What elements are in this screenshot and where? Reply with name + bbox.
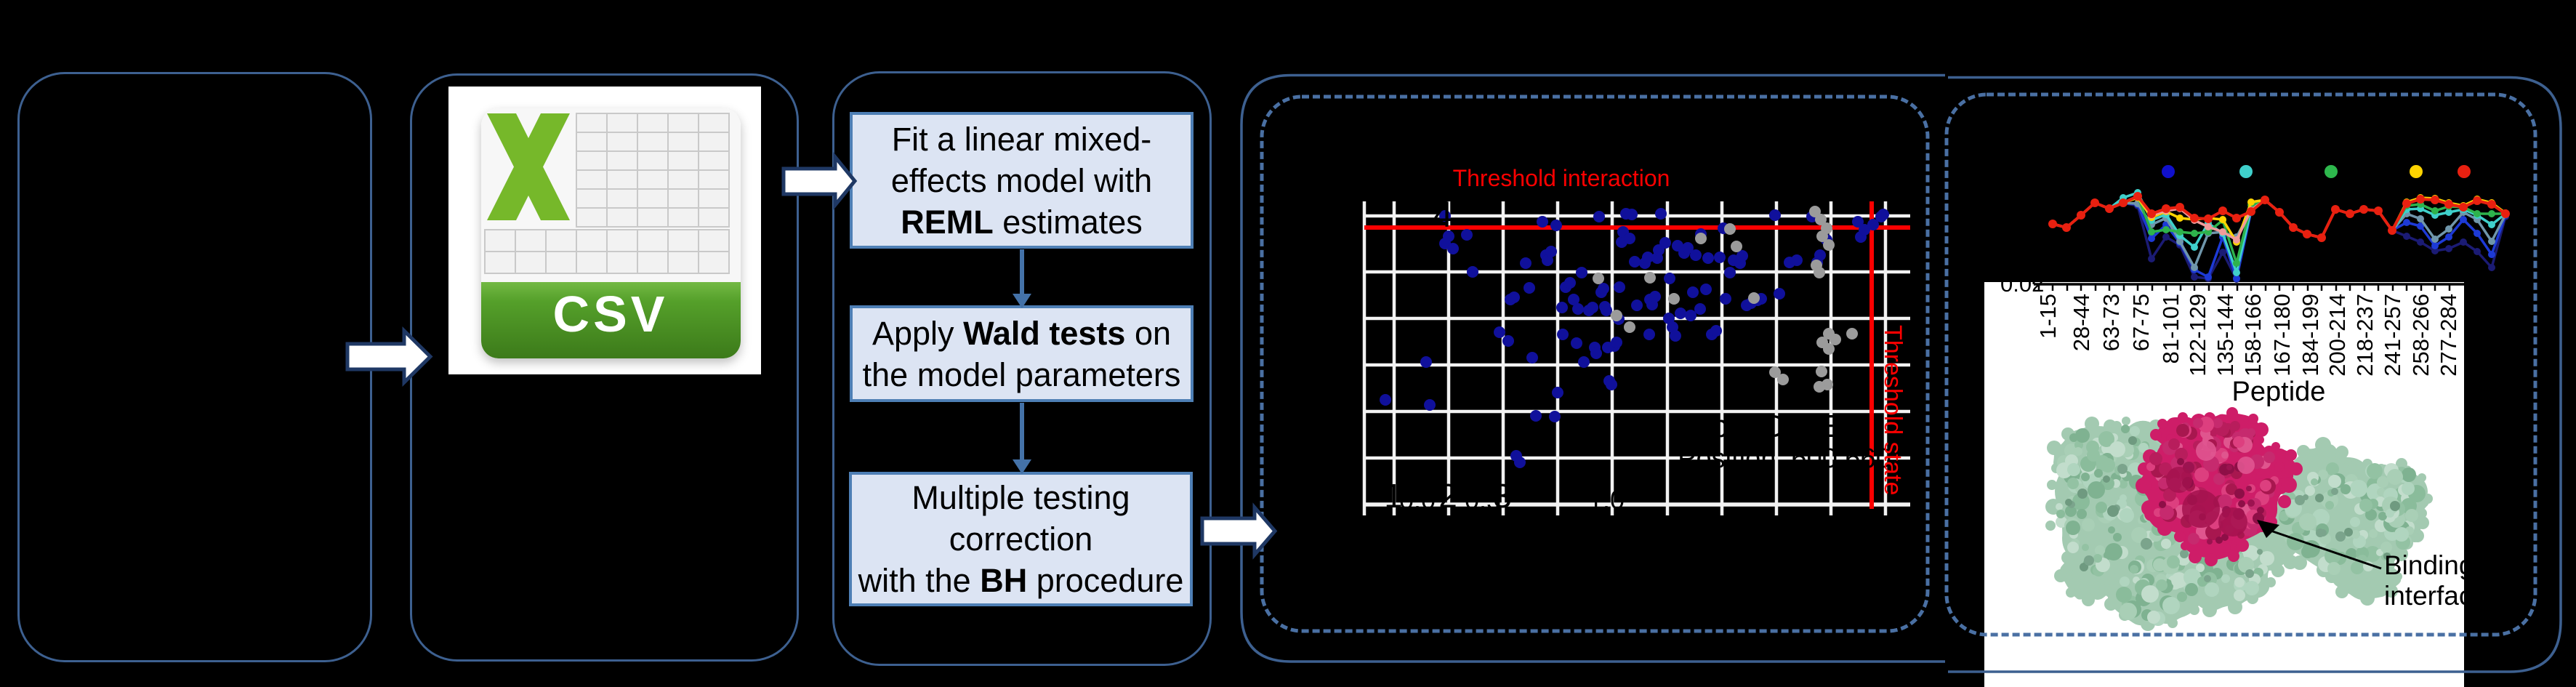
svg-text:0.5: 0.5 <box>1465 485 1501 515</box>
svg-text:167-180: 167-180 <box>2269 294 2295 377</box>
svg-text:81-101: 81-101 <box>2158 294 2183 364</box>
svg-text:184-199: 184-199 <box>2298 294 2323 377</box>
svg-text:3: 3 <box>1493 477 1512 515</box>
svg-text:E: E <box>1821 409 1842 444</box>
svg-text:1.0: 1.0 <box>1588 485 1625 515</box>
svg-text:241-257: 241-257 <box>2380 294 2405 377</box>
svg-text:Threshold state: Threshold state <box>1879 325 1907 495</box>
svg-text:1: 1 <box>1384 477 1403 515</box>
svg-text:D: D <box>1763 409 1786 444</box>
svg-text:0.0: 0.0 <box>1399 485 1436 515</box>
svg-text:interface: interface <box>2384 581 2487 611</box>
svg-text:1-15: 1-15 <box>2035 294 2061 339</box>
svg-text:0.02: 0.02 <box>2000 271 2044 297</box>
svg-text:122-129: 122-129 <box>2185 294 2210 377</box>
svg-text:200-214: 200-214 <box>2325 294 2350 377</box>
svg-text:135-144: 135-144 <box>2213 294 2238 377</box>
svg-text:Binding: Binding <box>2384 550 2474 580</box>
svg-text:258-266: 258-266 <box>2408 294 2434 377</box>
svg-text:63-73: 63-73 <box>2098 294 2124 351</box>
svg-text:Peptide: Peptide <box>2232 377 2326 407</box>
svg-text:2: 2 <box>1438 477 1457 515</box>
svg-text:28-44: 28-44 <box>2069 294 2094 351</box>
svg-text:Position: 600 660: Position: 600 660 <box>1678 443 1891 474</box>
svg-text:p: p <box>1711 409 1728 444</box>
svg-text:277-284: 277-284 <box>2436 294 2461 377</box>
svg-text:Threshold interaction: Threshold interaction <box>1453 165 1670 191</box>
svg-text:4: 4 <box>1433 194 1453 235</box>
svg-text:158-166: 158-166 <box>2240 294 2266 377</box>
svg-text:218-237: 218-237 <box>2352 294 2378 377</box>
svg-text:67-75: 67-75 <box>2128 294 2154 351</box>
svg-text:CSV: CSV <box>553 286 669 342</box>
